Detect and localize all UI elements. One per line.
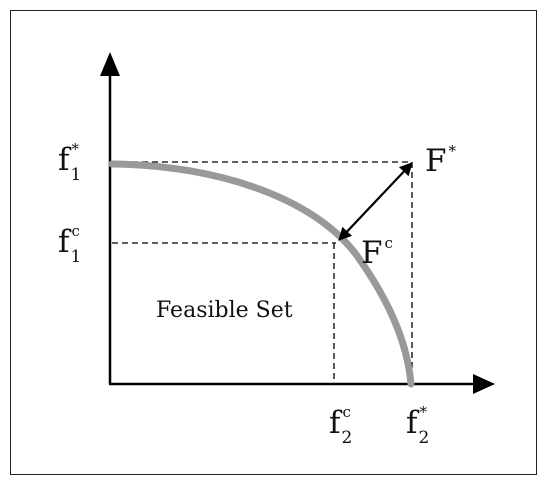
pareto-frontier-curve — [108, 160, 415, 388]
x-axis-arrowhead — [473, 374, 495, 394]
feasible-set-label: Feasible Set — [156, 298, 293, 323]
y-axis-arrowhead — [100, 52, 120, 76]
distance-double-arrow — [338, 162, 413, 241]
diagram-frame — [10, 10, 537, 475]
ideal-point-label: F* — [425, 142, 457, 179]
